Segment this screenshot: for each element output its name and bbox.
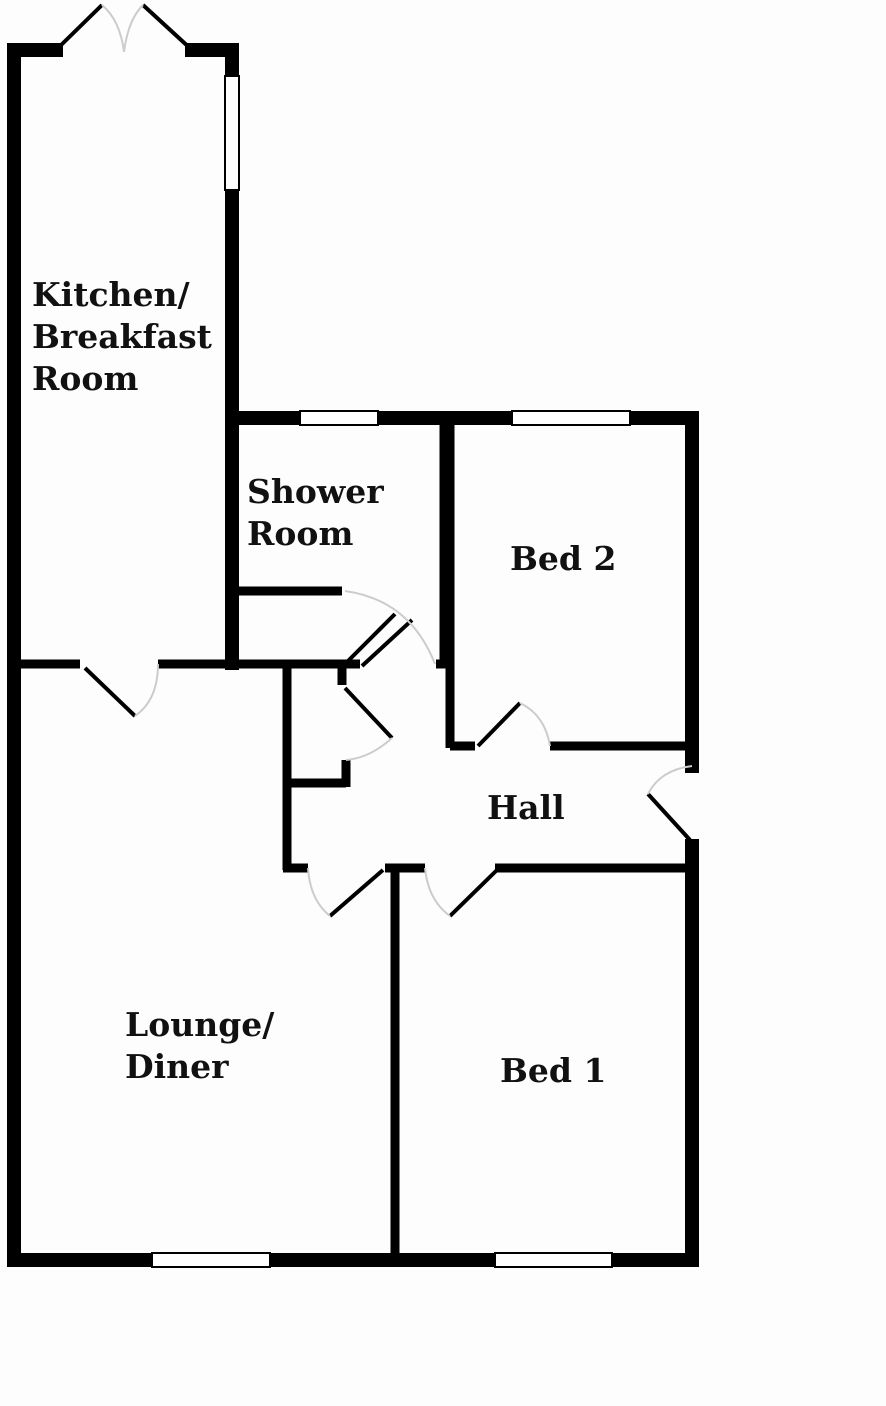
room-label-hall: Hall bbox=[487, 788, 565, 827]
walls bbox=[7, 43, 699, 1267]
room-label-lounge: Lounge/ Diner bbox=[125, 1005, 275, 1086]
room-label-shower: Shower Room bbox=[247, 472, 384, 553]
room-label-kitchen: Kitchen/ Breakfast Room bbox=[32, 275, 212, 398]
door-swings bbox=[101, 4, 693, 917]
room-label-bed1: Bed 1 bbox=[500, 1051, 607, 1090]
internal-walls bbox=[14, 424, 692, 1260]
door-leaves bbox=[54, 3, 692, 918]
windows bbox=[151, 75, 631, 1268]
room-label-bed2: Bed 2 bbox=[510, 539, 617, 578]
